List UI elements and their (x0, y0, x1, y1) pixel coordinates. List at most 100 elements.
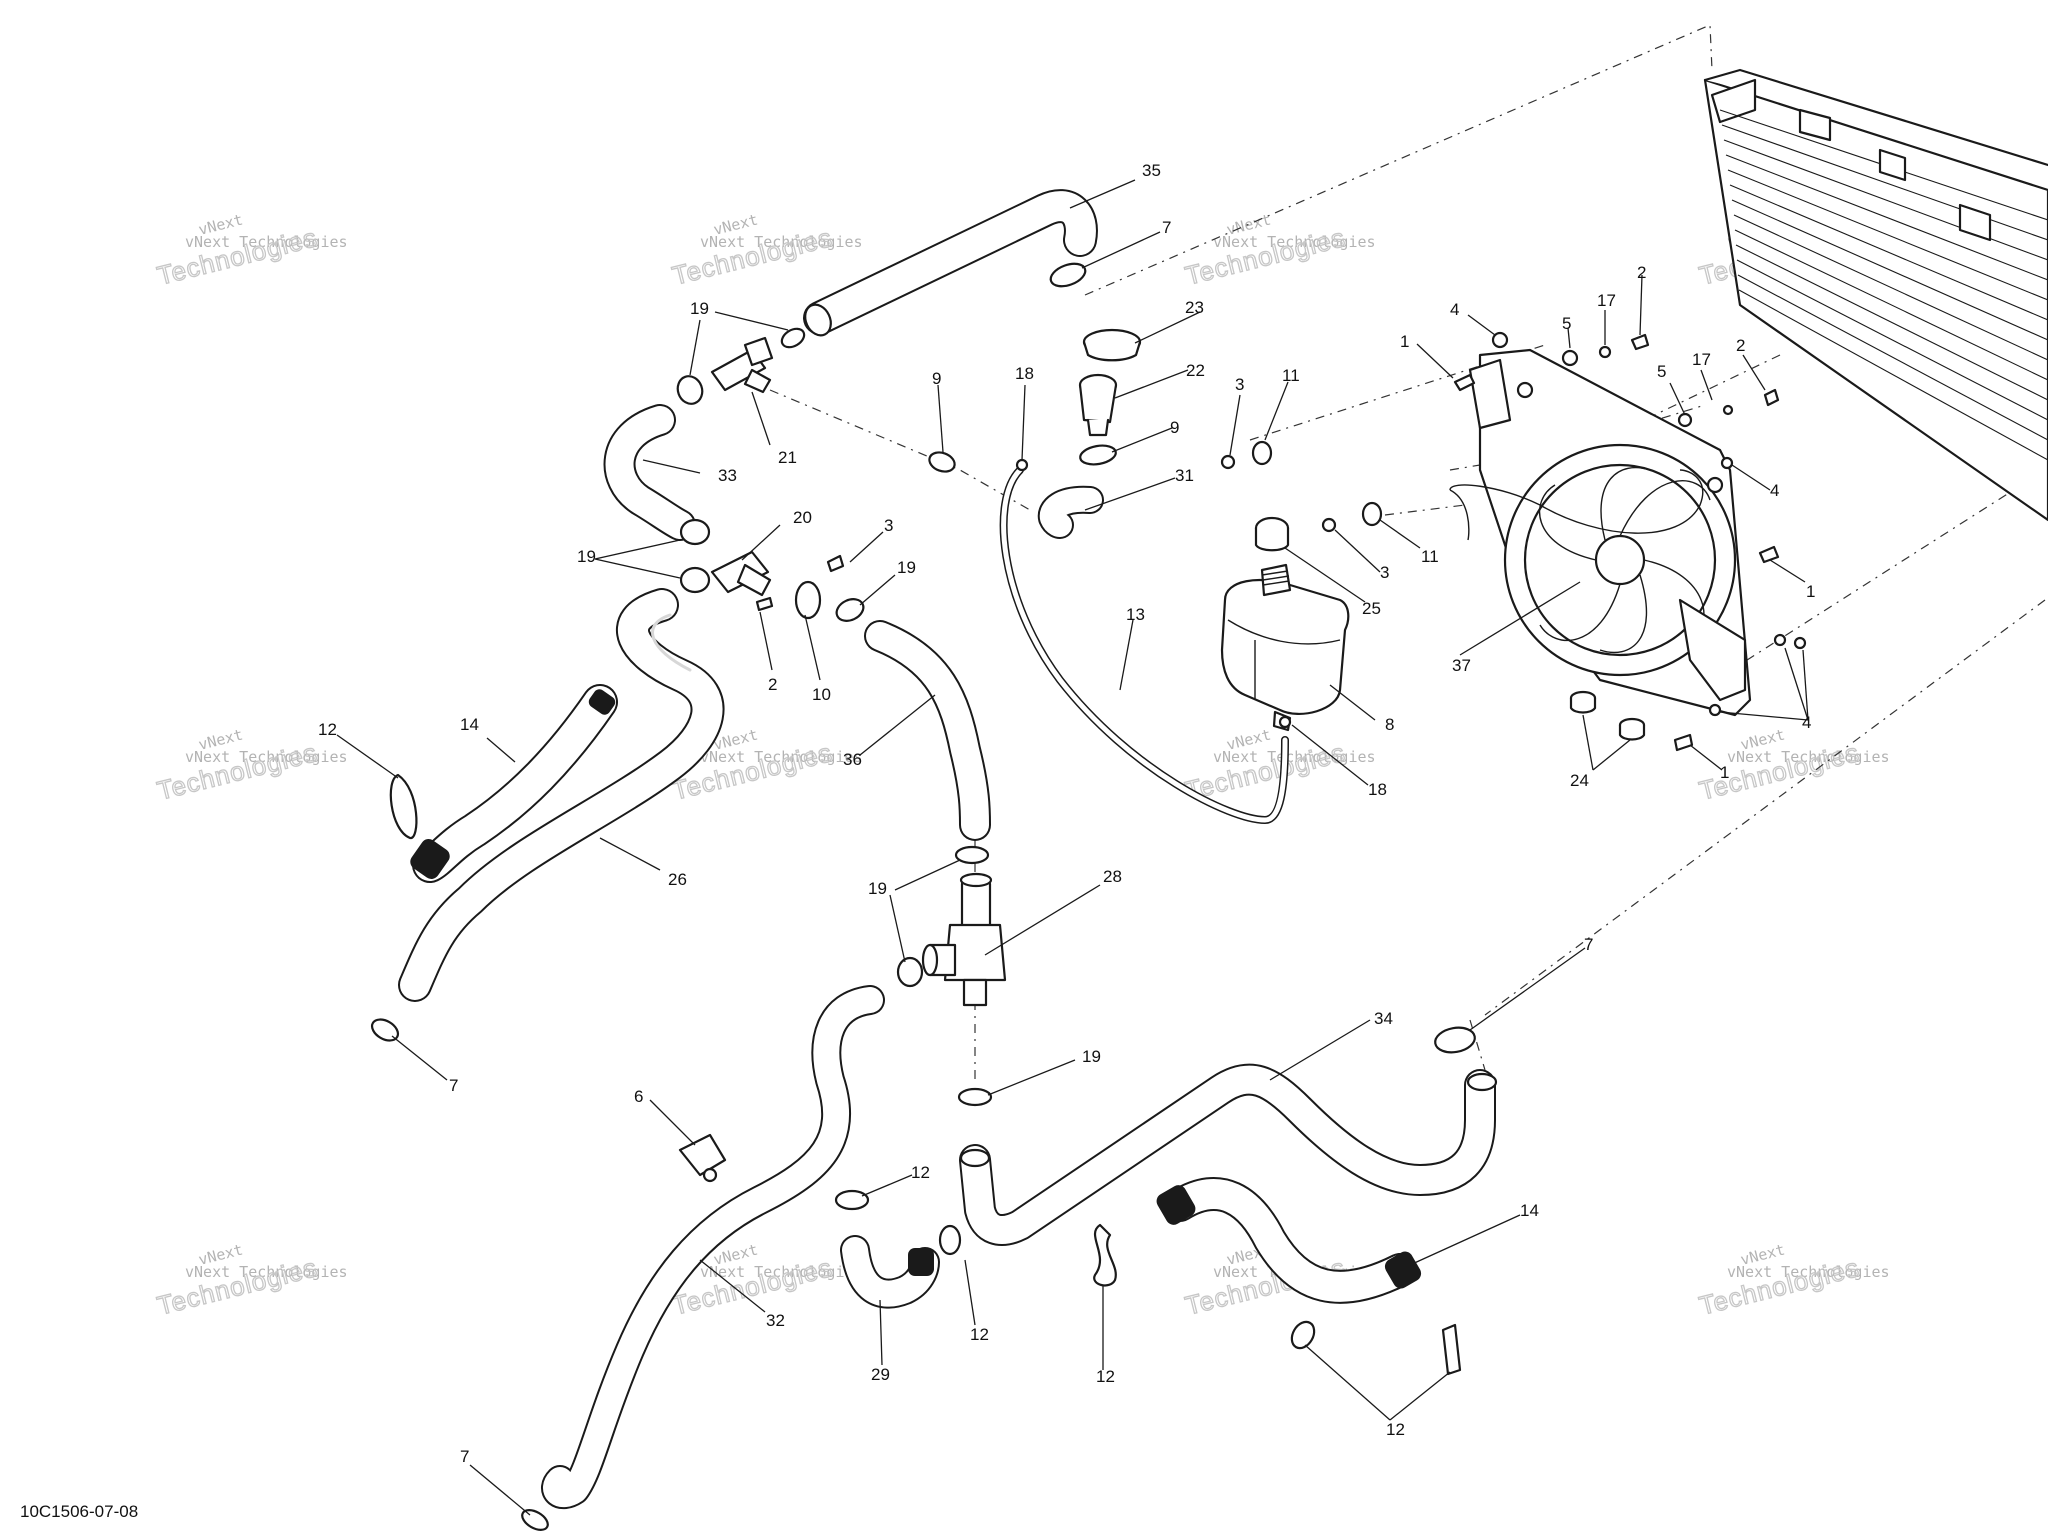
svg-text:vNext Technologies: vNext Technologies (185, 1263, 348, 1281)
callout-4: 4 (1802, 713, 1811, 732)
watermark: vNext vNext Technologies Technologies (1696, 1240, 1890, 1321)
callout-35: 35 (1142, 161, 1161, 180)
callout-1: 1 (1720, 763, 1729, 782)
callout-14: 14 (1520, 1201, 1539, 1220)
callout-22: 22 (1186, 361, 1205, 380)
callout-3: 3 (1235, 375, 1244, 394)
hose-14-right (1156, 1177, 1422, 1304)
callout-2: 2 (1637, 263, 1646, 282)
svg-text:vNext Technologies: vNext Technologies (1727, 1263, 1890, 1281)
callout-8: 8 (1385, 715, 1394, 734)
callout-9: 9 (1170, 418, 1179, 437)
hose-14-left (410, 684, 618, 883)
callout-18: 18 (1368, 780, 1387, 799)
cap-23 (1082, 328, 1142, 362)
hose-13 (999, 466, 1289, 824)
svg-text:vNext Technologies: vNext Technologies (1727, 748, 1890, 766)
callout-7: 7 (460, 1447, 469, 1466)
callout-6: 6 (634, 1087, 643, 1106)
svg-text:vNext Technologies: vNext Technologies (185, 233, 348, 251)
radiator (1703, 68, 2048, 522)
callout-11: 11 (1421, 547, 1439, 566)
callout-9: 9 (932, 369, 941, 388)
fitting-21 (710, 336, 774, 394)
grommet-11 (1251, 440, 1383, 527)
callout-12: 12 (970, 1325, 989, 1344)
watermark: vNext vNext Technologies Technologies (669, 210, 863, 291)
callout-11: 11 (1282, 366, 1300, 385)
callout-7: 7 (1584, 935, 1593, 954)
callout-12: 12 (911, 1163, 930, 1182)
callout-4: 4 (1450, 300, 1459, 319)
callout-17: 17 (1692, 350, 1711, 369)
callout-33: 33 (718, 466, 737, 485)
callout-19: 19 (897, 558, 916, 577)
reservoir-cap (1254, 516, 1290, 552)
clamps (370, 262, 1476, 1531)
callout-1: 1 (1400, 332, 1409, 351)
callout-18: 18 (1015, 364, 1034, 383)
callout-19: 19 (690, 299, 709, 318)
callout-7: 7 (1162, 218, 1171, 237)
callout-5: 5 (1562, 314, 1571, 333)
svg-text:vNext Technologies: vNext Technologies (1213, 748, 1376, 766)
callout-32: 32 (766, 1311, 785, 1330)
svg-text:vNext Technologies: vNext Technologies (700, 748, 863, 766)
callout-21: 21 (778, 448, 797, 467)
leader-lines (336, 179, 1809, 1516)
callout-7: 7 (449, 1076, 458, 1095)
grommet-24 (1569, 690, 1646, 741)
fasteners (755, 331, 1807, 752)
hose-36 (864, 620, 991, 841)
fittings (678, 328, 1646, 1183)
fan-assembly (1449, 348, 1752, 717)
figure-code: 10C1506-07-08 (20, 1502, 139, 1521)
svg-text:vNext Technologies: vNext Technologies (700, 233, 863, 251)
callout-24: 24 (1570, 771, 1589, 790)
callout-36: 36 (843, 750, 862, 769)
callout-3: 3 (884, 516, 893, 535)
callout-2: 2 (1736, 336, 1745, 355)
callout-25: 25 (1362, 599, 1381, 618)
callout-23: 23 (1185, 298, 1204, 317)
hose-14-left-coil (410, 689, 616, 879)
callout-26: 26 (668, 870, 687, 889)
callout-12: 12 (1096, 1367, 1115, 1386)
callout-20: 20 (793, 508, 812, 527)
fitting-6 (678, 1133, 727, 1183)
callout-12: 12 (318, 720, 337, 739)
thermostat-housing-28 (921, 872, 1007, 1007)
watermark: vNext vNext Technologies Technologies (1182, 210, 1376, 291)
callout-5: 5 (1657, 362, 1666, 381)
svg-text:vNext Technologies: vNext Technologies (185, 748, 348, 766)
callout-19: 19 (868, 879, 887, 898)
hose-35-top (803, 189, 1098, 337)
hose-31 (1037, 485, 1104, 539)
radiator-fins (1719, 109, 2048, 461)
callout-28: 28 (1103, 867, 1122, 886)
callout-19: 19 (577, 547, 596, 566)
callout-1: 1 (1806, 582, 1815, 601)
callout-14: 14 (460, 715, 479, 734)
callout-12: 12 (1386, 1420, 1405, 1439)
callout-3: 3 (1380, 563, 1389, 582)
callout-29: 29 (871, 1365, 890, 1384)
callout-13: 13 (1126, 605, 1145, 624)
fitting-20 (710, 550, 772, 597)
callout-19: 19 (1082, 1047, 1101, 1066)
callout-4: 4 (1770, 481, 1779, 500)
hose-33 (603, 404, 696, 541)
watermark: vNext vNext Technologies Technologies (154, 1240, 348, 1321)
hose-29 (840, 1235, 940, 1309)
svg-text:vNext Technologies: vNext Technologies (1213, 233, 1376, 251)
hose-34 (959, 1063, 1498, 1246)
callout-37: 37 (1452, 656, 1471, 675)
callout-34: 34 (1374, 1009, 1393, 1028)
filler-neck-22 (1078, 373, 1118, 437)
callout-10: 10 (812, 685, 831, 704)
svg-text:vNext Technologies: vNext Technologies (700, 1263, 863, 1281)
hose-32 (541, 985, 885, 1510)
watermark: vNext vNext Technologies Technologies (154, 210, 348, 291)
hose-26 (398, 588, 725, 1002)
callout-2: 2 (768, 675, 777, 694)
